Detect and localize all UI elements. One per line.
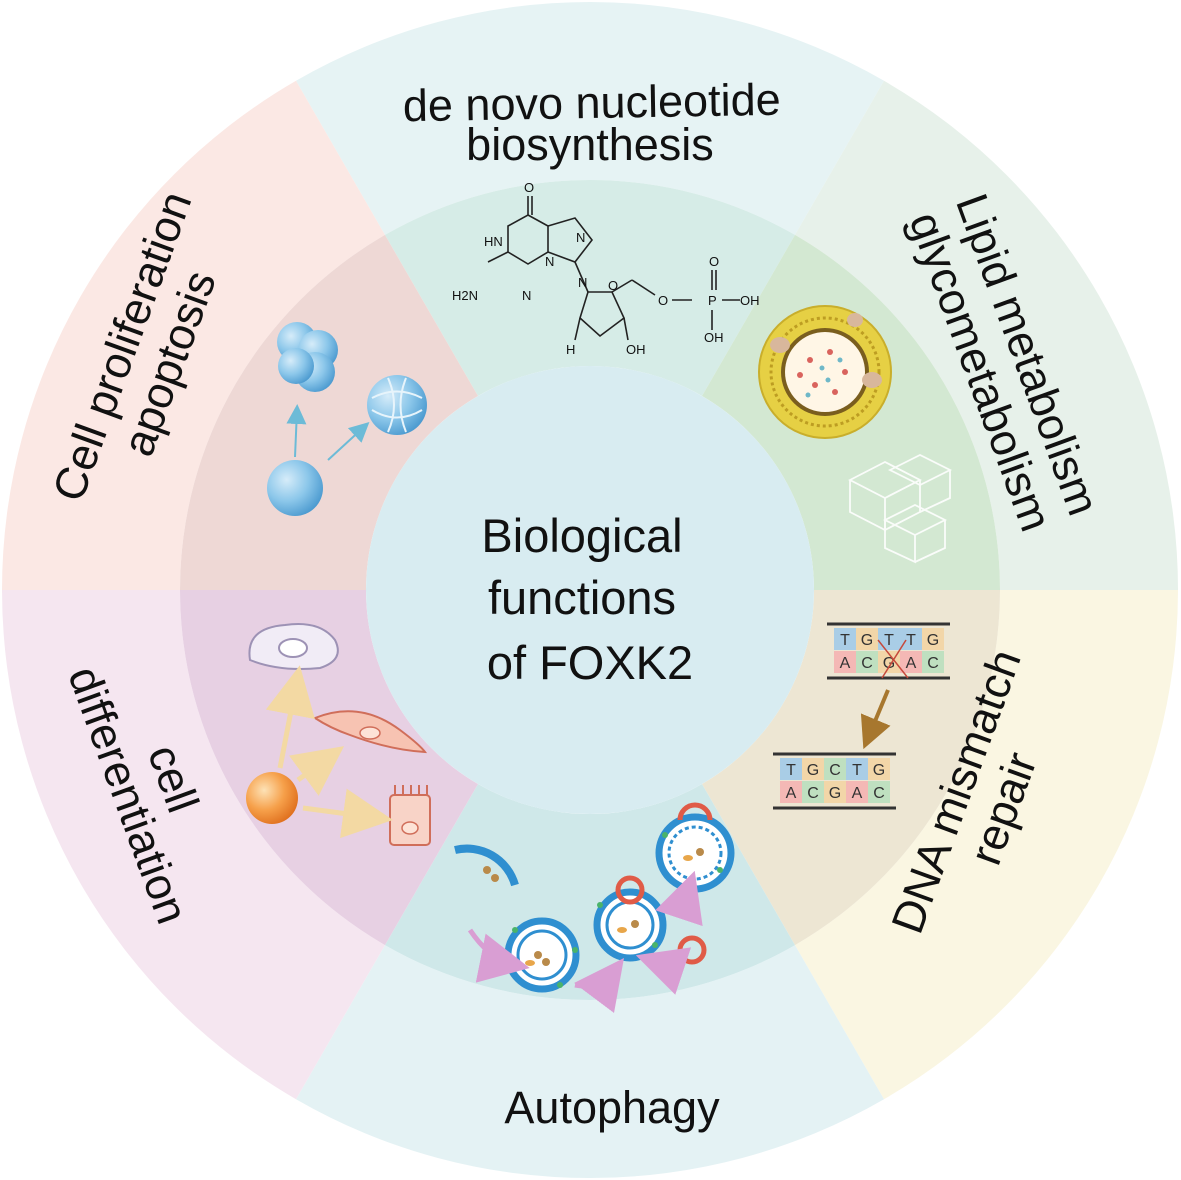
center-title-line1: Biological	[481, 509, 682, 562]
dna-base-box	[802, 758, 824, 780]
dna-base-box	[878, 628, 900, 650]
dna-base-box	[856, 628, 878, 650]
dna-base-box	[868, 781, 890, 803]
dna-base-letter: G	[829, 785, 841, 802]
dna-base-box	[846, 758, 868, 780]
segment-label-bottom: Autophagy	[504, 1082, 720, 1133]
atom-o-top: O	[524, 180, 534, 195]
dna-base-letter: G	[883, 655, 895, 672]
dna-base-box	[868, 758, 890, 780]
dna-base-letter: C	[873, 785, 885, 802]
atom-o-ring: O	[608, 278, 618, 293]
dna-base-letter: G	[861, 632, 873, 649]
center-title-line3: of FOXK2	[487, 636, 693, 689]
dna-base-box	[878, 651, 900, 673]
label-nucleotide-line2: biosynthesis	[466, 119, 714, 170]
dna-base-box	[824, 758, 846, 780]
dna-base-letter: T	[906, 632, 916, 649]
outer-segment-lower-right	[795, 590, 1178, 1100]
dna-base-letter: T	[852, 762, 862, 779]
outer-segment-bottom	[296, 945, 884, 1178]
atom-n-right: N	[576, 230, 585, 245]
dna-base-box	[780, 758, 802, 780]
atom-p: P	[708, 293, 717, 308]
atom-n-ring: N	[545, 254, 554, 269]
dna-base-letter: A	[840, 655, 851, 672]
dna-base-letter: C	[829, 762, 841, 779]
dna-base-letter: G	[807, 762, 819, 779]
dna-base-box	[922, 628, 944, 650]
center-title: Biological functions of FOXK2	[481, 509, 693, 689]
outer-segment-upper-left	[2, 80, 385, 590]
dna-base-box	[834, 628, 856, 650]
nucleotide-structure-icon	[487, 196, 740, 341]
dna-base-box	[780, 781, 802, 803]
cell-cluster-icon	[277, 322, 338, 392]
differentiation-icons	[246, 623, 431, 846]
dna-base-box	[900, 651, 922, 673]
autophagosome-icon	[454, 802, 735, 1013]
apoptotic-cell-icon	[367, 375, 427, 435]
dna-base-letter: T	[786, 762, 796, 779]
outer-segment-lower-left	[1, 590, 386, 1100]
dna-base-box	[802, 781, 824, 803]
dna-base-box	[834, 651, 856, 673]
proliferation-icons	[267, 322, 427, 516]
repair-arrow-icon	[860, 639, 909, 750]
segment-label-top: de novo nucleotide biosynthesis	[402, 74, 781, 170]
dna-base-box	[900, 628, 922, 650]
dna-base-letter: C	[807, 785, 819, 802]
label-nucleotide-line1: de novo nucleotide	[402, 74, 781, 132]
dna-base-box	[824, 781, 846, 803]
dna-base-letter: G	[873, 762, 885, 779]
center-title-line2: functions	[488, 571, 676, 624]
glucose-cubes-icon	[848, 453, 953, 564]
atom-h2n: H2N	[452, 288, 478, 303]
outer-segment-top	[296, 1, 884, 235]
dna-base-letter: A	[906, 655, 917, 672]
atom-h: H	[566, 342, 575, 357]
dna-base-letter: T	[840, 632, 850, 649]
atom-oh-phosphate-1: OH	[740, 293, 760, 308]
atom-o-double: O	[709, 254, 719, 269]
dna-base-box	[856, 651, 878, 673]
atom-o-link: O	[658, 293, 668, 308]
dna-base-letter: C	[927, 655, 939, 672]
atom-n-glyco: N	[578, 275, 587, 290]
dna-base-letter: T	[884, 632, 894, 649]
dna-base-letter: A	[852, 785, 863, 802]
lipid-droplet-icon	[758, 305, 892, 439]
stem-cell-icon	[267, 460, 323, 516]
orange-stem-cell-icon	[246, 772, 298, 824]
dna-base-letter: C	[861, 655, 873, 672]
outer-segment-upper-right	[795, 80, 1178, 590]
label-autophagy: Autophagy	[504, 1082, 720, 1133]
dna-base-letter: A	[786, 785, 797, 802]
dna-base-box	[922, 651, 944, 673]
inner-segment-upper-left	[180, 234, 478, 591]
dna-base-letter: G	[927, 632, 939, 649]
nucleotide-labels: O HN N H2N N N N O O P O OH OH H OH	[452, 180, 760, 357]
atom-n-bottom: N	[522, 288, 531, 303]
dna-base-box	[846, 781, 868, 803]
inner-segment-top	[385, 180, 795, 397]
atom-oh-sugar: OH	[626, 342, 646, 357]
atom-oh-phosphate-2: OH	[704, 330, 724, 345]
center-circle	[366, 366, 814, 814]
atom-hn: HN	[484, 234, 503, 249]
